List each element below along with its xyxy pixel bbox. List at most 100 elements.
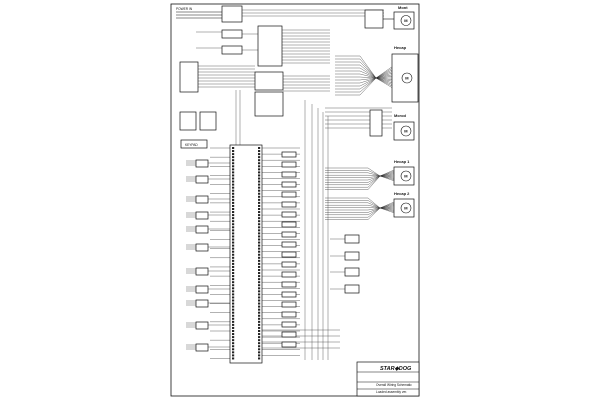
terminal-pin — [232, 147, 235, 149]
terminal-pin — [258, 223, 261, 226]
terminal-pin — [258, 238, 261, 241]
terminal-pin — [258, 189, 261, 192]
terminal-pin — [258, 226, 261, 229]
terminal-pin — [232, 326, 235, 329]
component — [229, 144, 263, 364]
terminal-pin — [232, 256, 235, 259]
terminal-pin — [232, 186, 235, 189]
component — [281, 231, 297, 238]
title-line-1: Overall Wiring Schematic — [376, 383, 412, 387]
keypad-block: KEYPAD — [180, 139, 208, 149]
terminal-pin — [258, 220, 261, 223]
motor-mont-label: Mont — [398, 5, 408, 10]
terminal-pin — [232, 183, 235, 186]
motor-hecap-2-label: Hecap 2 — [394, 191, 410, 196]
terminal-pin — [232, 244, 235, 247]
terminal-pin — [232, 311, 235, 314]
terminal-pin — [258, 326, 261, 329]
terminal-pin — [232, 153, 235, 156]
terminal-pin — [258, 253, 261, 256]
terminal-pin — [232, 317, 235, 320]
terminal-pin — [258, 256, 261, 259]
terminal-pin — [232, 211, 235, 214]
terminal-pin — [232, 299, 235, 302]
motor-hecap-letter: M — [405, 76, 409, 81]
terminal-pin — [258, 311, 261, 314]
terminal-pin — [232, 272, 235, 275]
terminal-pin — [258, 177, 261, 180]
component — [254, 91, 284, 117]
terminal-pin — [232, 201, 235, 204]
component — [221, 5, 243, 23]
component — [195, 175, 209, 184]
component — [364, 9, 384, 29]
component — [199, 111, 217, 131]
wire — [359, 77, 393, 84]
terminal-pin — [232, 330, 235, 332]
terminal-pin — [232, 342, 235, 345]
terminal-pin — [258, 284, 261, 287]
terminal-pin — [258, 262, 261, 265]
terminal-pin — [232, 339, 235, 342]
terminal-pin — [232, 351, 235, 354]
component — [195, 159, 209, 168]
component — [195, 343, 209, 352]
terminal-pin — [232, 226, 235, 229]
motor-mont-letter: M — [404, 18, 408, 23]
component — [281, 281, 297, 288]
terminal-pin — [232, 345, 235, 348]
motor-mcrod-label: Mcrod — [394, 113, 407, 118]
terminal-pin — [232, 177, 235, 180]
motor-hecap-2: Hecap 2 M — [393, 191, 415, 218]
terminal-pin — [258, 275, 261, 278]
wire — [367, 167, 395, 177]
terminal-pin — [232, 296, 235, 299]
component — [281, 151, 297, 158]
terminal-pin — [258, 171, 261, 174]
terminal-pin — [232, 284, 235, 287]
terminal-pin — [232, 253, 235, 256]
terminal-pin — [258, 195, 261, 198]
wire — [367, 207, 395, 213]
motor-hecap-1-letter: M — [404, 174, 408, 179]
component — [344, 234, 360, 244]
motor-hecap-1: Hecap 1 M — [393, 159, 415, 186]
terminal-pin — [258, 156, 261, 159]
terminal-pin — [232, 238, 235, 241]
terminal-pin — [232, 293, 235, 296]
terminal-pin — [258, 299, 261, 302]
terminal-pin — [232, 305, 235, 308]
component — [281, 301, 297, 308]
terminal-pin — [258, 235, 261, 238]
terminal-pin — [232, 348, 235, 351]
wire — [359, 77, 393, 96]
terminal-pin — [258, 308, 261, 311]
terminal-pin — [232, 217, 235, 220]
component — [281, 261, 297, 268]
terminal-pin — [258, 272, 261, 275]
terminal-pin — [258, 259, 261, 262]
terminal-pin — [232, 241, 235, 244]
component — [281, 331, 297, 338]
terminal-pin — [258, 290, 261, 293]
terminal-pin — [232, 290, 235, 293]
terminal-pin — [258, 357, 261, 360]
motor-hecap-label: Hecap — [394, 45, 407, 50]
terminal-pin — [232, 198, 235, 201]
terminal-pin — [258, 296, 261, 299]
terminal-pin — [232, 214, 235, 217]
terminal-pin — [258, 314, 261, 317]
terminal-pin — [258, 232, 261, 235]
terminal-pin — [258, 336, 261, 339]
terminal-pin — [258, 217, 261, 220]
terminal-pin — [258, 214, 261, 217]
component — [344, 284, 360, 294]
wire — [367, 207, 395, 220]
terminal-pin — [232, 354, 235, 357]
terminal-pin — [258, 204, 261, 207]
terminal-pin — [258, 281, 261, 284]
terminal-pin — [258, 323, 261, 326]
terminal-pin — [232, 204, 235, 207]
terminal-pin — [232, 278, 235, 281]
component — [281, 181, 297, 188]
